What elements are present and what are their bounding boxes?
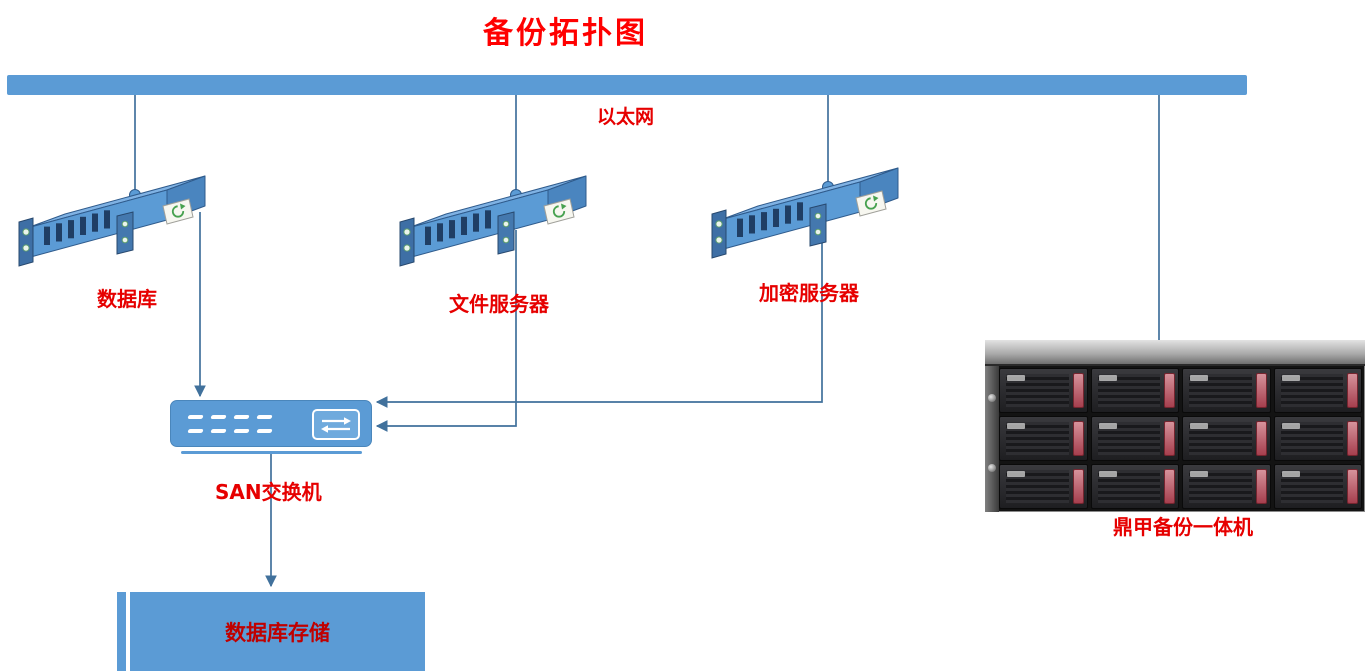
switch-port-indicator — [233, 429, 250, 433]
drive-tray — [1090, 368, 1179, 413]
storage-edge-strip — [117, 592, 126, 671]
database-label: 数据库 — [97, 287, 157, 311]
switch-port-indicator — [210, 415, 227, 419]
switch-port-indicator — [256, 429, 273, 433]
drive-tray — [999, 464, 1088, 509]
database-storage-label: 数据库存储 — [225, 620, 330, 645]
database-storage-node: 数据库存储 — [130, 592, 425, 671]
switch-port-indicator — [187, 429, 204, 433]
san-switch-node — [170, 400, 372, 447]
server-icon — [398, 168, 598, 273]
drive-tray — [999, 368, 1088, 413]
drive-tray — [1182, 368, 1271, 413]
server-icon — [17, 168, 217, 273]
backup-appliance-node — [985, 340, 1365, 512]
ethernet-bus-bar — [7, 75, 1247, 95]
rack-screw — [988, 394, 996, 402]
ethernet-label: 以太网 — [597, 106, 655, 128]
drive-tray — [999, 416, 1088, 461]
drive-tray — [1273, 416, 1362, 461]
switch-arrows-icon — [312, 409, 360, 440]
drive-tray — [1182, 464, 1271, 509]
switch-port-indicator — [210, 429, 227, 433]
drive-tray — [1090, 464, 1179, 509]
drive-tray — [1273, 464, 1362, 509]
rack-screw — [988, 464, 996, 472]
file-server-node — [398, 168, 598, 273]
san-switch-label: SAN交换机 — [215, 480, 322, 504]
switch-base-line — [181, 451, 362, 454]
backup-appliance-label: 鼎甲备份一体机 — [1113, 515, 1253, 539]
drive-tray — [1273, 368, 1362, 413]
appliance-top-bezel — [985, 340, 1365, 366]
server-icon — [710, 160, 910, 265]
drive-tray — [1182, 416, 1271, 461]
database-server-node — [17, 168, 217, 273]
encryption-server-node — [710, 160, 910, 265]
drive-tray — [1090, 416, 1179, 461]
drive-bay-grid — [999, 368, 1362, 509]
switch-port-indicator — [256, 415, 273, 419]
switch-port-indicator — [187, 415, 204, 419]
switch-port-indicator — [233, 415, 250, 419]
encryption-server-label: 加密服务器 — [759, 281, 859, 305]
appliance-left-rail — [985, 366, 999, 512]
diagram-title: 备份拓扑图 — [483, 16, 648, 51]
file-server-label: 文件服务器 — [449, 292, 549, 316]
